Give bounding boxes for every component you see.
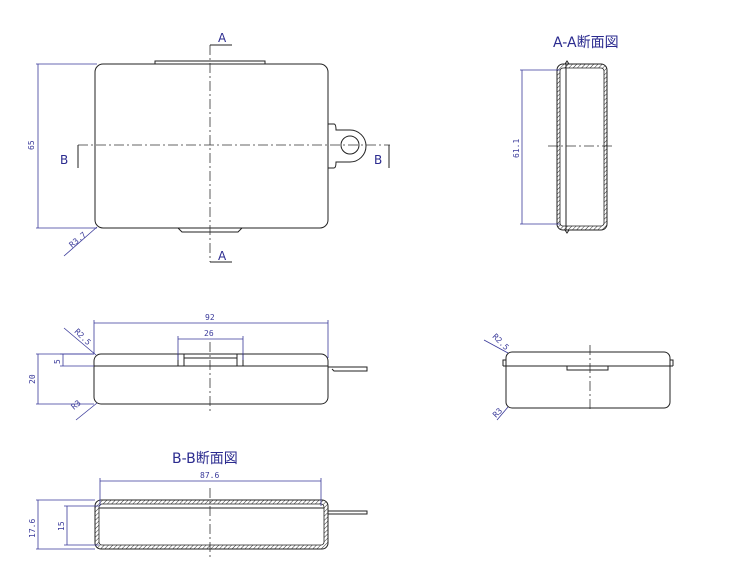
section-aa-title: A-A断面図 xyxy=(553,35,619,51)
front-view: 92 26 5 20 R2.5 R3 xyxy=(28,313,368,421)
top-view: A A B B 65 R3.7 xyxy=(27,31,390,263)
section-a-bottom-label: A xyxy=(218,249,227,263)
top-tab xyxy=(154,60,266,64)
dim-width-876: 87.6 xyxy=(200,471,219,480)
side-radius-r3: R3 xyxy=(491,406,504,419)
side-view: R2.5 R3 xyxy=(483,332,674,421)
side-body-outline xyxy=(505,351,671,409)
section-bb-view: B-B断面図 87.6 17.6 15 xyxy=(28,451,368,560)
dim-radius-r3: R3 xyxy=(70,398,83,411)
section-a-top-label: A xyxy=(218,31,227,45)
dim-tab-26: 26 xyxy=(204,329,214,338)
top-body-outline xyxy=(94,63,329,229)
section-b-left-label: B xyxy=(60,153,68,167)
front-body-outline xyxy=(93,353,329,405)
dim-height-611: 61.1 xyxy=(512,139,521,158)
section-bb-title: B-B断面図 xyxy=(172,451,238,467)
dim-height-176: 17.6 xyxy=(28,519,37,538)
lug-hole xyxy=(340,135,360,155)
dim-height-20: 20 xyxy=(28,374,37,384)
section-b-right-label: B xyxy=(374,153,382,167)
dim-width-92: 92 xyxy=(205,313,215,322)
dim-depth-15: 15 xyxy=(57,521,66,531)
dim-lid-5: 5 xyxy=(53,359,62,364)
hanging-lug xyxy=(328,123,367,169)
dim-height-65: 65 xyxy=(27,140,36,150)
dim-radius-r37: R3.7 xyxy=(68,230,89,249)
section-aa-view: A-A断面図 61.1 xyxy=(512,35,619,234)
